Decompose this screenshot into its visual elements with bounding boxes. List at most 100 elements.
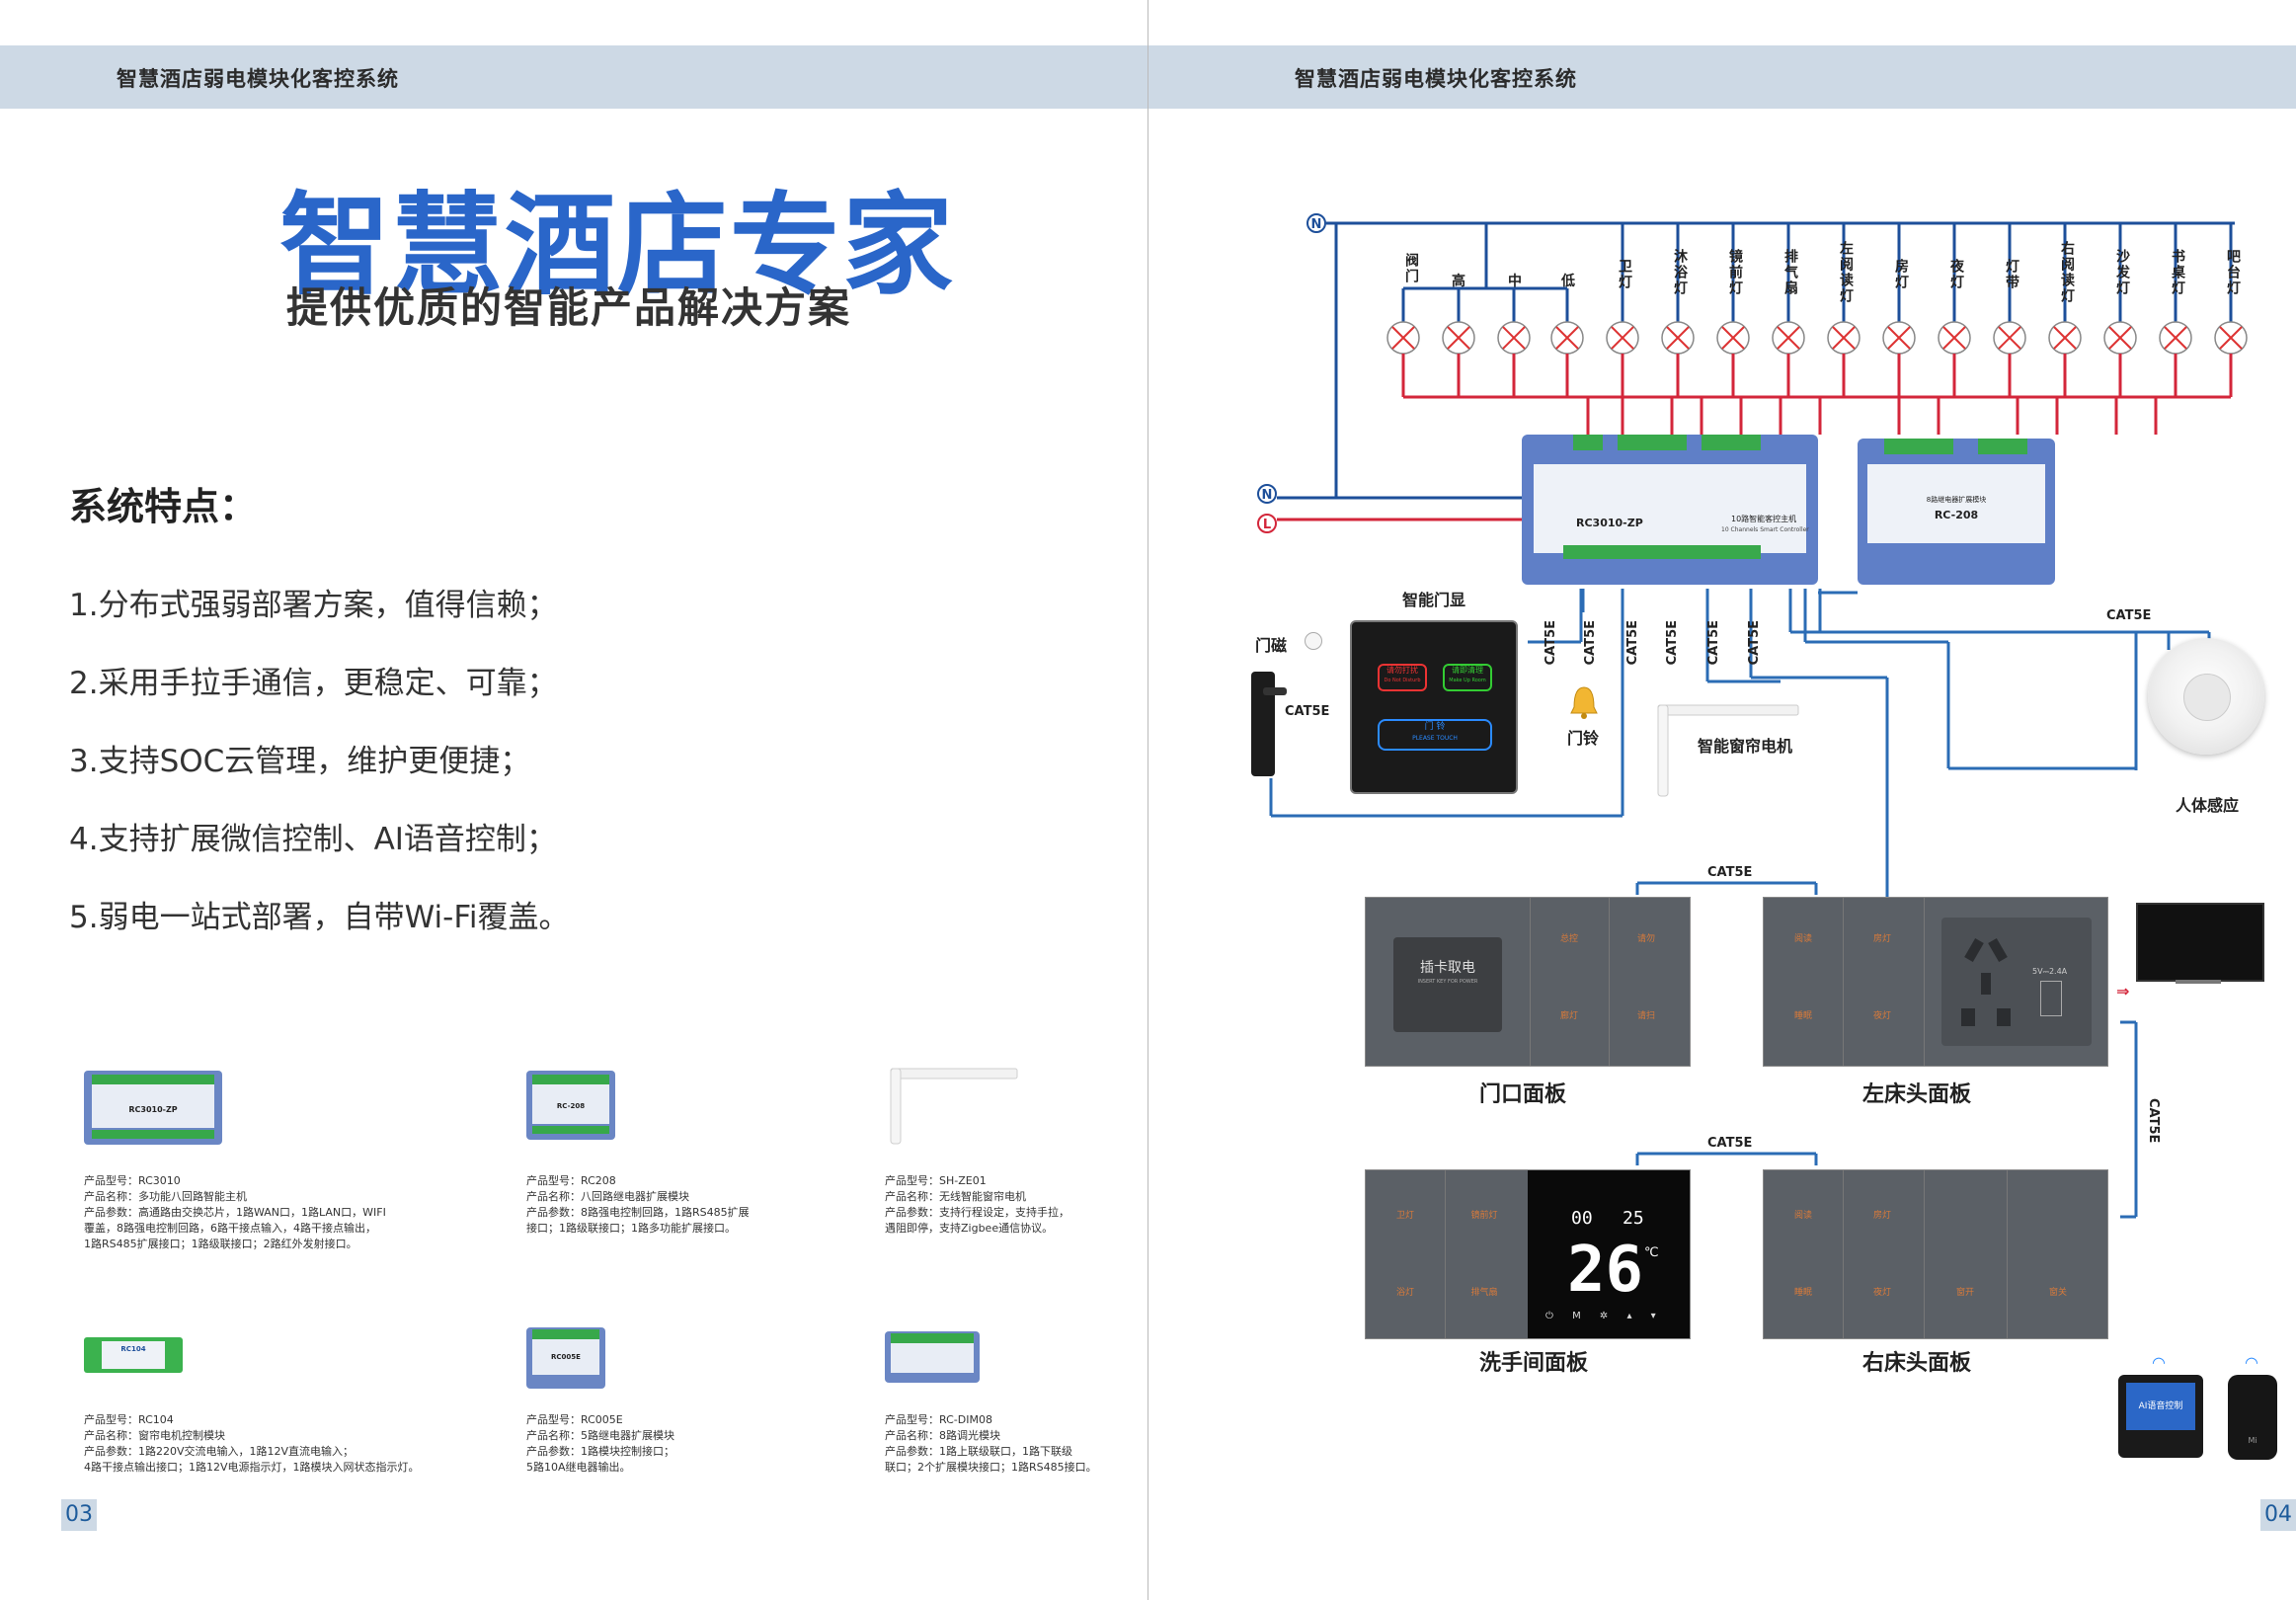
bathroom-panel-caption: 洗手间面板 <box>1479 1351 1589 1376</box>
curtain-motor-icon <box>1657 704 1799 797</box>
panel-divider <box>1924 1170 1925 1338</box>
panel-button[interactable]: 卫灯 <box>1395 1211 1414 1221</box>
panel-button[interactable]: 夜灯 <box>1872 1288 1891 1298</box>
panel-button[interactable]: 睡眠 <box>1793 1288 1812 1298</box>
doorbell-button-label: 门 铃 <box>1424 722 1446 732</box>
spec-line: 产品名称：无线智能窗帘电机 <box>885 1190 1026 1203</box>
lamp-icon <box>2103 321 2137 355</box>
bus-l-label: L <box>1263 518 1271 532</box>
cat5e-label: CAT5E <box>1544 620 1558 666</box>
ext-module-label: RC-208 <box>1935 509 1978 521</box>
door-display-device: 请勿打扰 Do Not Disturb 请即清理 Make Up Room 门 … <box>1350 620 1518 794</box>
lamp-icon <box>2214 321 2248 355</box>
panel-divider <box>1530 898 1531 1066</box>
panel-divider <box>1843 898 1844 1066</box>
module-label: RC104 <box>120 1345 145 1353</box>
feature-item: 2.采用手拉手通信，更稳定、可靠； <box>69 666 558 701</box>
panel-button[interactable]: 阅读 <box>1793 1211 1812 1221</box>
power-socket[interactable]: 5V⎓2.4A <box>1941 918 2092 1046</box>
page-number: 04 <box>2260 1499 2296 1531</box>
cat5e-label: CAT5E <box>1747 620 1762 666</box>
product-spec: 产品型号：RC104 产品名称：窗帘电机控制模块 产品参数：1路220V交流电输… <box>84 1412 439 1476</box>
panel-divider <box>1445 1170 1446 1338</box>
rc104-module-image: RC104 <box>84 1337 183 1373</box>
lamp-label: 左阅读灯 <box>1838 241 1854 304</box>
neutral-drops <box>1401 223 2233 322</box>
panel-button[interactable]: 排气扇 <box>1470 1288 1498 1298</box>
ir-icon: ⇒ <box>2116 982 2130 1000</box>
panel-button[interactable]: 睡眠 <box>1793 1011 1812 1021</box>
thermostat-controls[interactable]: ⏻ M ✲ ▴ ▾ <box>1545 1311 1664 1321</box>
panel-button[interactable]: 总控 <box>1559 934 1578 944</box>
panel-button[interactable]: 镜前灯 <box>1470 1211 1498 1221</box>
door-sensor-icon <box>1305 632 1322 650</box>
rc3010-module-image: RC3010-ZP <box>84 1071 222 1145</box>
panel-button[interactable]: 房灯 <box>1872 934 1891 944</box>
usb-label: 5V⎓2.4A <box>2032 967 2068 976</box>
cat5e-label: CAT5E <box>1707 1136 1753 1151</box>
lamp-icon <box>2159 321 2192 355</box>
panel-button[interactable]: 房灯 <box>1872 1211 1891 1221</box>
spec-line: 产品型号：RC005E <box>526 1413 623 1426</box>
left-bedside-panel: 阅读 房灯 睡眠 夜灯 5V⎓2.4A <box>1763 897 2108 1067</box>
panel-button[interactable]: 窗开 <box>1955 1288 1974 1298</box>
lamp-icon <box>1497 321 1531 355</box>
panel-divider <box>1609 898 1610 1066</box>
spec-line: 产品型号：RC208 <box>526 1174 616 1187</box>
lamp-icon <box>1772 321 1805 355</box>
lamp-label: 书桌灯 <box>2170 249 2185 296</box>
spec-line: 产品参数：1路上联级联口，1路下联级 <box>885 1445 1072 1458</box>
lamp-icon <box>1442 321 1475 355</box>
panel-button[interactable]: 浴灯 <box>1395 1288 1414 1298</box>
cat5e-label: CAT5E <box>1583 620 1598 666</box>
panel-button[interactable]: 廊灯 <box>1559 1011 1578 1021</box>
spec-line: 产品名称：八回路继电器扩展模块 <box>526 1190 689 1203</box>
product-spec: 产品型号：RC-DIM08 产品名称：8路调光模块 产品参数：1路上联级联口，1… <box>885 1412 1211 1476</box>
lamp-icon <box>1661 321 1695 355</box>
panel-button[interactable]: 请勿 <box>1636 934 1655 944</box>
spec-line: 4路干接点输出接口；1路12V电源指示灯，1路模块入网状态指示灯。 <box>84 1461 420 1474</box>
page-number: 03 <box>61 1499 97 1531</box>
door-panel: 插卡取电 INSERT KEY FOR POWER 总控 请勿 廊灯 请扫 <box>1365 897 1691 1067</box>
main-module-label: RC3010-ZP <box>1576 517 1643 529</box>
panel-divider <box>1843 1170 1844 1338</box>
panel-links <box>2037 632 2138 770</box>
panel-divider <box>2007 1170 2008 1338</box>
cat5e-label: CAT5E <box>1285 704 1330 719</box>
panel-button[interactable]: 夜灯 <box>1872 1011 1891 1021</box>
thermostat-mode-value: 00 <box>1571 1208 1593 1229</box>
lamp-icon <box>1827 321 1861 355</box>
fan-label-valve: 阀门 <box>1403 253 1419 284</box>
bell-icon <box>1570 686 1598 719</box>
spec-line: 遇阻即停，支持Zigbee通信协议。 <box>885 1222 1054 1235</box>
speaker-brand: Mi <box>2248 1436 2257 1445</box>
extension-module: RC-208 8路继电器扩展模块 <box>1858 439 2055 585</box>
spec-line: 产品名称：多功能八回路智能主机 <box>84 1190 247 1203</box>
card-slot[interactable]: 插卡取电 INSERT KEY FOR POWER <box>1393 937 1502 1032</box>
panel-button[interactable]: 请扫 <box>1636 1011 1655 1021</box>
left-page: 智慧酒店弱电模块化客控系统 智慧酒店专家 提供优质的智能产品解决方案 系统特点：… <box>0 45 1148 1531</box>
panel-button[interactable]: 阅读 <box>1793 934 1812 944</box>
wiring-diagram: N <box>1257 213 2248 1219</box>
spec-line: 产品参数：1路模块控制接口； <box>526 1445 674 1458</box>
header-title: 智慧酒店弱电模块化客控系统 <box>117 67 399 91</box>
rc208-module-image: RC-208 <box>526 1071 615 1140</box>
lamp-label: 沐浴灯 <box>1672 249 1688 296</box>
feature-item: 1.分布式强弱部署方案，值得信赖； <box>69 588 558 623</box>
door-panel-caption: 门口面板 <box>1479 1082 1567 1107</box>
spec-line: 5路10A继电器输出。 <box>526 1461 631 1474</box>
header-title: 智慧酒店弱电模块化客控系统 <box>1295 67 1577 91</box>
lamp-label: 房灯 <box>1893 259 1909 290</box>
lamp-icon <box>1386 321 1420 355</box>
spec-line: 产品型号：RC-DIM08 <box>885 1413 992 1426</box>
thermostat[interactable]: 00 25 26 ℃ ⏻ M ✲ ▴ ▾ <box>1528 1170 1690 1338</box>
lamp-icon <box>1716 321 1750 355</box>
cat5e-label: CAT5E <box>1707 865 1753 880</box>
spec-line: 接口；1路级联接口；1路多功能扩展接口。 <box>526 1222 736 1235</box>
bathroom-panel: 卫灯 镜前灯 浴灯 排气扇 00 25 26 ℃ ⏻ M ✲ ▴ ▾ <box>1365 1169 1691 1339</box>
main-controller-module: RC3010-ZP 10路智能客控主机 10 Channels Smart Co… <box>1522 435 1818 585</box>
card-slot-label-en: INSERT KEY FOR POWER <box>1417 979 1478 985</box>
panel-button[interactable]: 窗关 <box>2048 1288 2067 1298</box>
module-label: RC005E <box>551 1353 581 1361</box>
doorbell-button[interactable]: 门 铃 PLEASE TOUCH <box>1378 719 1492 751</box>
